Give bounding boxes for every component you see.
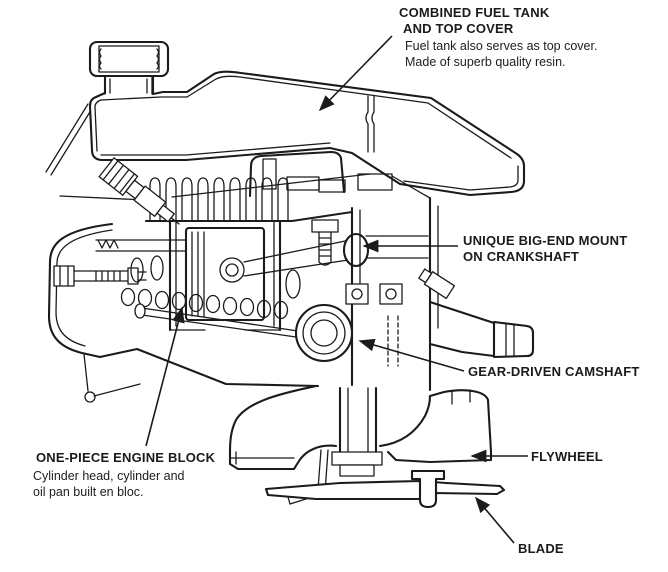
callout-fuel-tank-title: COMBINED FUEL TANK AND TOP COVER <box>399 5 549 37</box>
fuel-tank-title-line1: COMBINED FUEL TANK <box>399 5 550 20</box>
flywheel-shape <box>228 384 493 505</box>
engine-block-arrow <box>145 306 185 447</box>
blade-arrow <box>474 496 515 544</box>
blade-title: BLADE <box>518 541 564 556</box>
callout-camshaft: GEAR-DRIVEN CAMSHAFT <box>468 364 640 380</box>
big-end-title-line2: ON CRANKSHAFT <box>463 249 579 264</box>
big-end-bolt-shape <box>311 219 339 266</box>
callout-flywheel: FLYWHEEL <box>531 449 603 465</box>
fuel-tank-desc-line1: Fuel tank also serves as top cover. <box>405 39 598 53</box>
mount-bracket-shape <box>59 150 431 201</box>
callout-fuel-tank-desc: Fuel tank also serves as top cover. Made… <box>405 39 597 70</box>
cooling-fins-shape <box>149 177 289 221</box>
filler-cap-shape <box>88 40 170 95</box>
piston-shape <box>184 226 266 322</box>
engine-block-desc-line2: oil pan built en bloc. <box>33 484 144 499</box>
connecting-rod-shape <box>243 232 370 277</box>
side-bolt-shape <box>53 265 147 287</box>
engine-block-desc-line1: Cylinder head, cylinder and <box>33 469 185 483</box>
big-end-title-line1: UNIQUE BIG-END MOUNT <box>463 233 628 248</box>
callout-big-end-mount: UNIQUE BIG-END MOUNT ON CRANKSHAFT <box>463 233 627 265</box>
callout-engine-block-title: ONE-PIECE ENGINE BLOCK <box>36 450 215 466</box>
flywheel-title: FLYWHEEL <box>531 449 603 464</box>
pto-stub-shape <box>428 300 535 359</box>
camshaft-title: GEAR-DRIVEN CAMSHAFT <box>468 364 640 379</box>
fuel-tank-shape <box>45 40 526 197</box>
callout-engine-block-desc: Cylinder head, cylinder and oil pan buil… <box>33 469 184 500</box>
block-holes-shape <box>120 255 301 320</box>
blade-bolt-shape <box>410 469 446 509</box>
callout-blade: BLADE <box>518 541 564 557</box>
fuel-tank-desc-line2: Made of superb quality resin. <box>405 54 566 69</box>
engine-block-title: ONE-PIECE ENGINE BLOCK <box>36 450 216 465</box>
camshaft-gear-shape <box>294 303 354 363</box>
blade-shape <box>264 469 506 509</box>
leader-arrows <box>145 35 528 544</box>
fuel-tank-arrow <box>318 35 393 112</box>
camshaft-arrow <box>358 338 465 372</box>
breather-shape <box>418 268 456 300</box>
crankcase-shape <box>294 196 535 392</box>
engine-block-shape <box>47 157 370 403</box>
spark-plug-icon <box>98 157 180 225</box>
fuel-tank-title-line2: AND TOP COVER <box>403 21 514 36</box>
